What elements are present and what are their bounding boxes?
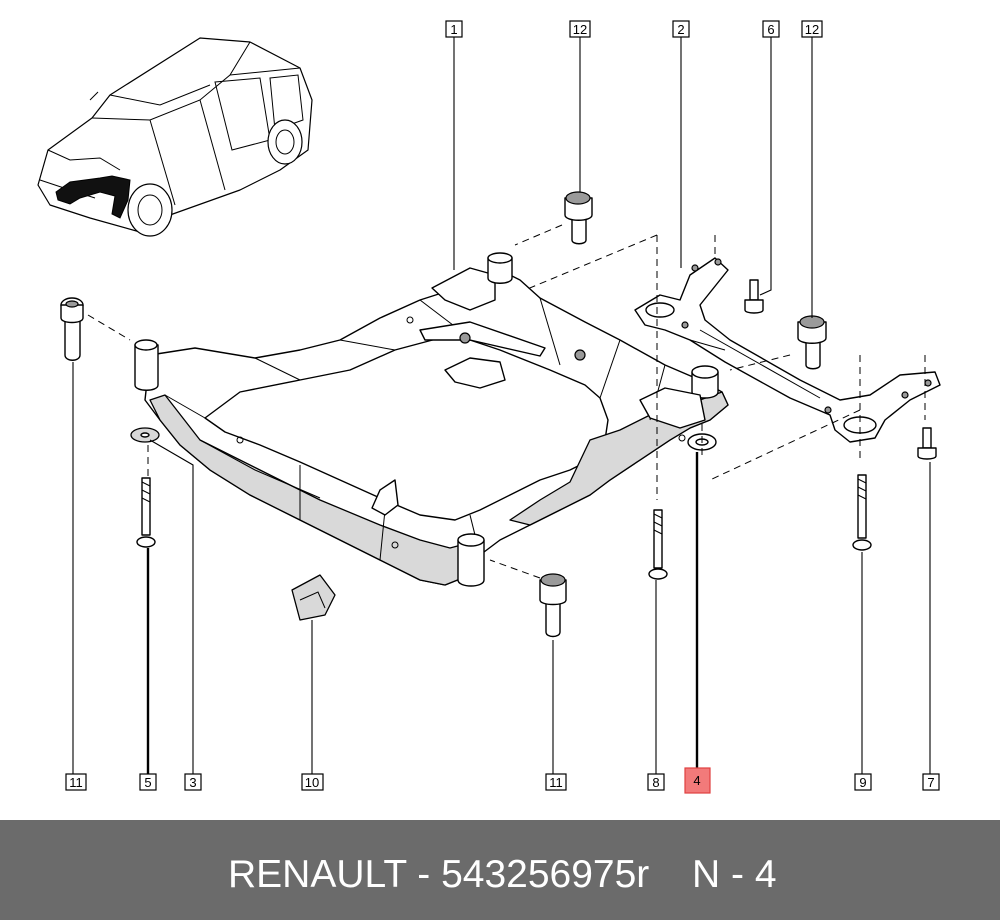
leader-lines xyxy=(72,36,931,774)
callout-12-top: 12 xyxy=(569,20,591,38)
subframe-cradle xyxy=(134,252,729,587)
callout-label-8: 8 xyxy=(652,775,659,790)
bolt-9 xyxy=(852,474,872,551)
rear-cross-member xyxy=(634,257,941,443)
bolt-8 xyxy=(648,509,668,580)
callout-12-right: 12 xyxy=(801,20,823,38)
callout-label-12-top: 12 xyxy=(573,22,587,37)
bolt-6 xyxy=(744,279,764,314)
callout-label-9: 9 xyxy=(859,775,866,790)
callout-label-1: 1 xyxy=(450,22,457,37)
diagram-canvas: 1 12 2 6 12 11 5 3 10 11 8 4 xyxy=(37,20,941,794)
callout-label-5: 5 xyxy=(144,775,151,790)
callout-9: 9 xyxy=(854,773,872,791)
vehicle-location-thumbnail xyxy=(37,37,313,237)
callout-label-11-center: 11 xyxy=(549,775,563,790)
assembly-lines xyxy=(87,224,926,579)
page-reference: N - 4 xyxy=(692,853,777,896)
callout-11-center: 11 xyxy=(545,773,567,791)
callout-3: 3 xyxy=(184,773,202,791)
brand-part-number: RENAULT - 543256975r xyxy=(228,853,650,896)
callout-label-7: 7 xyxy=(927,775,934,790)
callout-11-left: 11 xyxy=(65,773,87,791)
bolt-11-left xyxy=(60,297,84,361)
bracket-10 xyxy=(291,574,336,621)
callout-5: 5 xyxy=(139,773,157,791)
bolt-11-center xyxy=(539,573,567,638)
washer-3 xyxy=(130,427,160,443)
callout-label-6: 6 xyxy=(767,22,774,37)
callout-label-2: 2 xyxy=(677,22,684,37)
callout-4-highlighted: 4 xyxy=(684,767,711,794)
callout-10: 10 xyxy=(301,773,324,791)
callout-label-11-left: 11 xyxy=(69,775,83,790)
bolt-5 xyxy=(136,477,156,548)
callout-label-10: 10 xyxy=(305,775,319,790)
callout-7: 7 xyxy=(922,773,940,791)
parts-diagram: 1 12 2 6 12 11 5 3 10 11 8 4 xyxy=(37,20,941,794)
bushing-12-right xyxy=(797,315,827,370)
callout-1: 1 xyxy=(445,20,463,38)
callout-8: 8 xyxy=(647,773,665,791)
callout-label-4: 4 xyxy=(693,773,700,788)
callout-6: 6 xyxy=(762,20,780,38)
callout-label-12-right: 12 xyxy=(805,22,819,37)
callout-label-3: 3 xyxy=(189,775,196,790)
bushing-12-top xyxy=(564,191,593,245)
callout-2: 2 xyxy=(672,20,690,38)
footer-bar: RENAULT - 543256975r N - 4 xyxy=(0,820,1000,920)
bolt-7 xyxy=(917,427,937,460)
